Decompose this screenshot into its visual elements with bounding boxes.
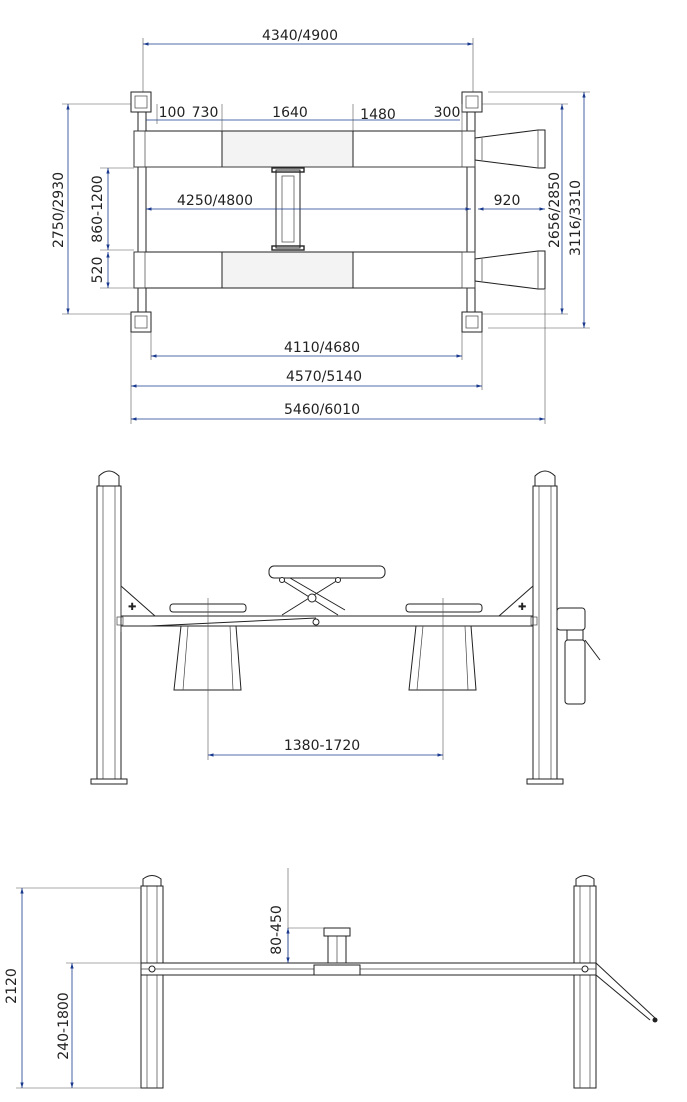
runway-upper: [133, 130, 476, 168]
label-lift-height: 240-1800: [56, 992, 72, 1059]
side-right-column: [573, 875, 597, 1089]
label-base-length: 4110/4680: [284, 340, 360, 356]
label-jack-spacing: 1380-1720: [284, 738, 360, 754]
front-left-column: [90, 470, 128, 785]
dim-jack-travel: 80-450: [269, 868, 324, 963]
turntable-right: [405, 603, 483, 613]
front-right-column: [526, 470, 564, 785]
post-front-left: [130, 91, 152, 113]
dim-lift-height: 240-1800: [56, 962, 141, 1088]
label-column-spacing: 4340/4900: [262, 28, 338, 44]
label-runway-pad-len: 1640: [272, 105, 308, 121]
dim-upper-row: 100 730 1640 1480 300: [146, 104, 463, 131]
dim-bottom-rows: 4110/4680 4570/5140 5460/6010: [130, 290, 546, 424]
label-end-offset: 300: [434, 105, 461, 121]
label-offset-b: 730: [192, 105, 219, 121]
dim-right-verticals: 2656/2850 3116/3310: [482, 91, 590, 329]
front-crossbeam: ✚ ✚: [116, 584, 538, 632]
dim-inner-length: 4250/4800 920: [146, 193, 545, 211]
label-ramp-len: 920: [494, 193, 521, 209]
label-outer-width: 3116/3310: [568, 180, 584, 256]
drive-on-ramps: [474, 129, 546, 290]
label-offset-a: 100: [159, 105, 186, 121]
dim-column-spacing: 4340/4900: [142, 28, 474, 92]
label-jack-travel: 80-450: [269, 905, 285, 955]
label-runway-width: 520: [90, 257, 106, 284]
dim-total-height: 2120: [4, 887, 141, 1089]
svg-text:✚: ✚: [518, 602, 526, 613]
front-ramps: [173, 625, 477, 691]
top-view: 4340/4900: [51, 28, 590, 424]
label-ramp-width: 2656/2850: [547, 172, 563, 248]
label-rear-gap: 1480: [360, 107, 396, 123]
crossbeam-right: [466, 111, 476, 313]
svg-text:✚: ✚: [128, 602, 136, 613]
label-frame-length: 4570/5140: [286, 369, 362, 385]
turntable-pad-upper: [221, 130, 354, 168]
side-view: 2120 240-1800 80-450: [4, 868, 658, 1089]
side-jack: [323, 927, 351, 964]
side-runway: [140, 962, 597, 976]
power-unit: [556, 607, 601, 705]
corner-posts: [130, 91, 483, 333]
post-rear-right: [461, 311, 483, 333]
label-overall-width: 2750/2930: [51, 172, 67, 248]
side-left-column: [140, 875, 164, 1089]
dim-left-verticals: 2750/2930 860-1200 520: [51, 103, 134, 315]
label-track-width: 860-1200: [90, 175, 106, 242]
label-inner-length: 4250/4800: [177, 193, 253, 209]
turntable-pad-lower: [221, 251, 354, 289]
crossbeam-left: [137, 111, 147, 313]
post-rear-left: [130, 311, 152, 333]
front-view: ✚ ✚: [90, 470, 601, 785]
front-jack: [149, 565, 386, 627]
post-front-right: [461, 91, 483, 113]
label-overall-length: 5460/6010: [284, 402, 360, 418]
runway-lower: [133, 251, 476, 289]
dim-jack-spacing: 1380-1720: [207, 598, 444, 760]
label-total-height: 2120: [4, 968, 20, 1004]
side-ramp: [595, 962, 658, 1023]
